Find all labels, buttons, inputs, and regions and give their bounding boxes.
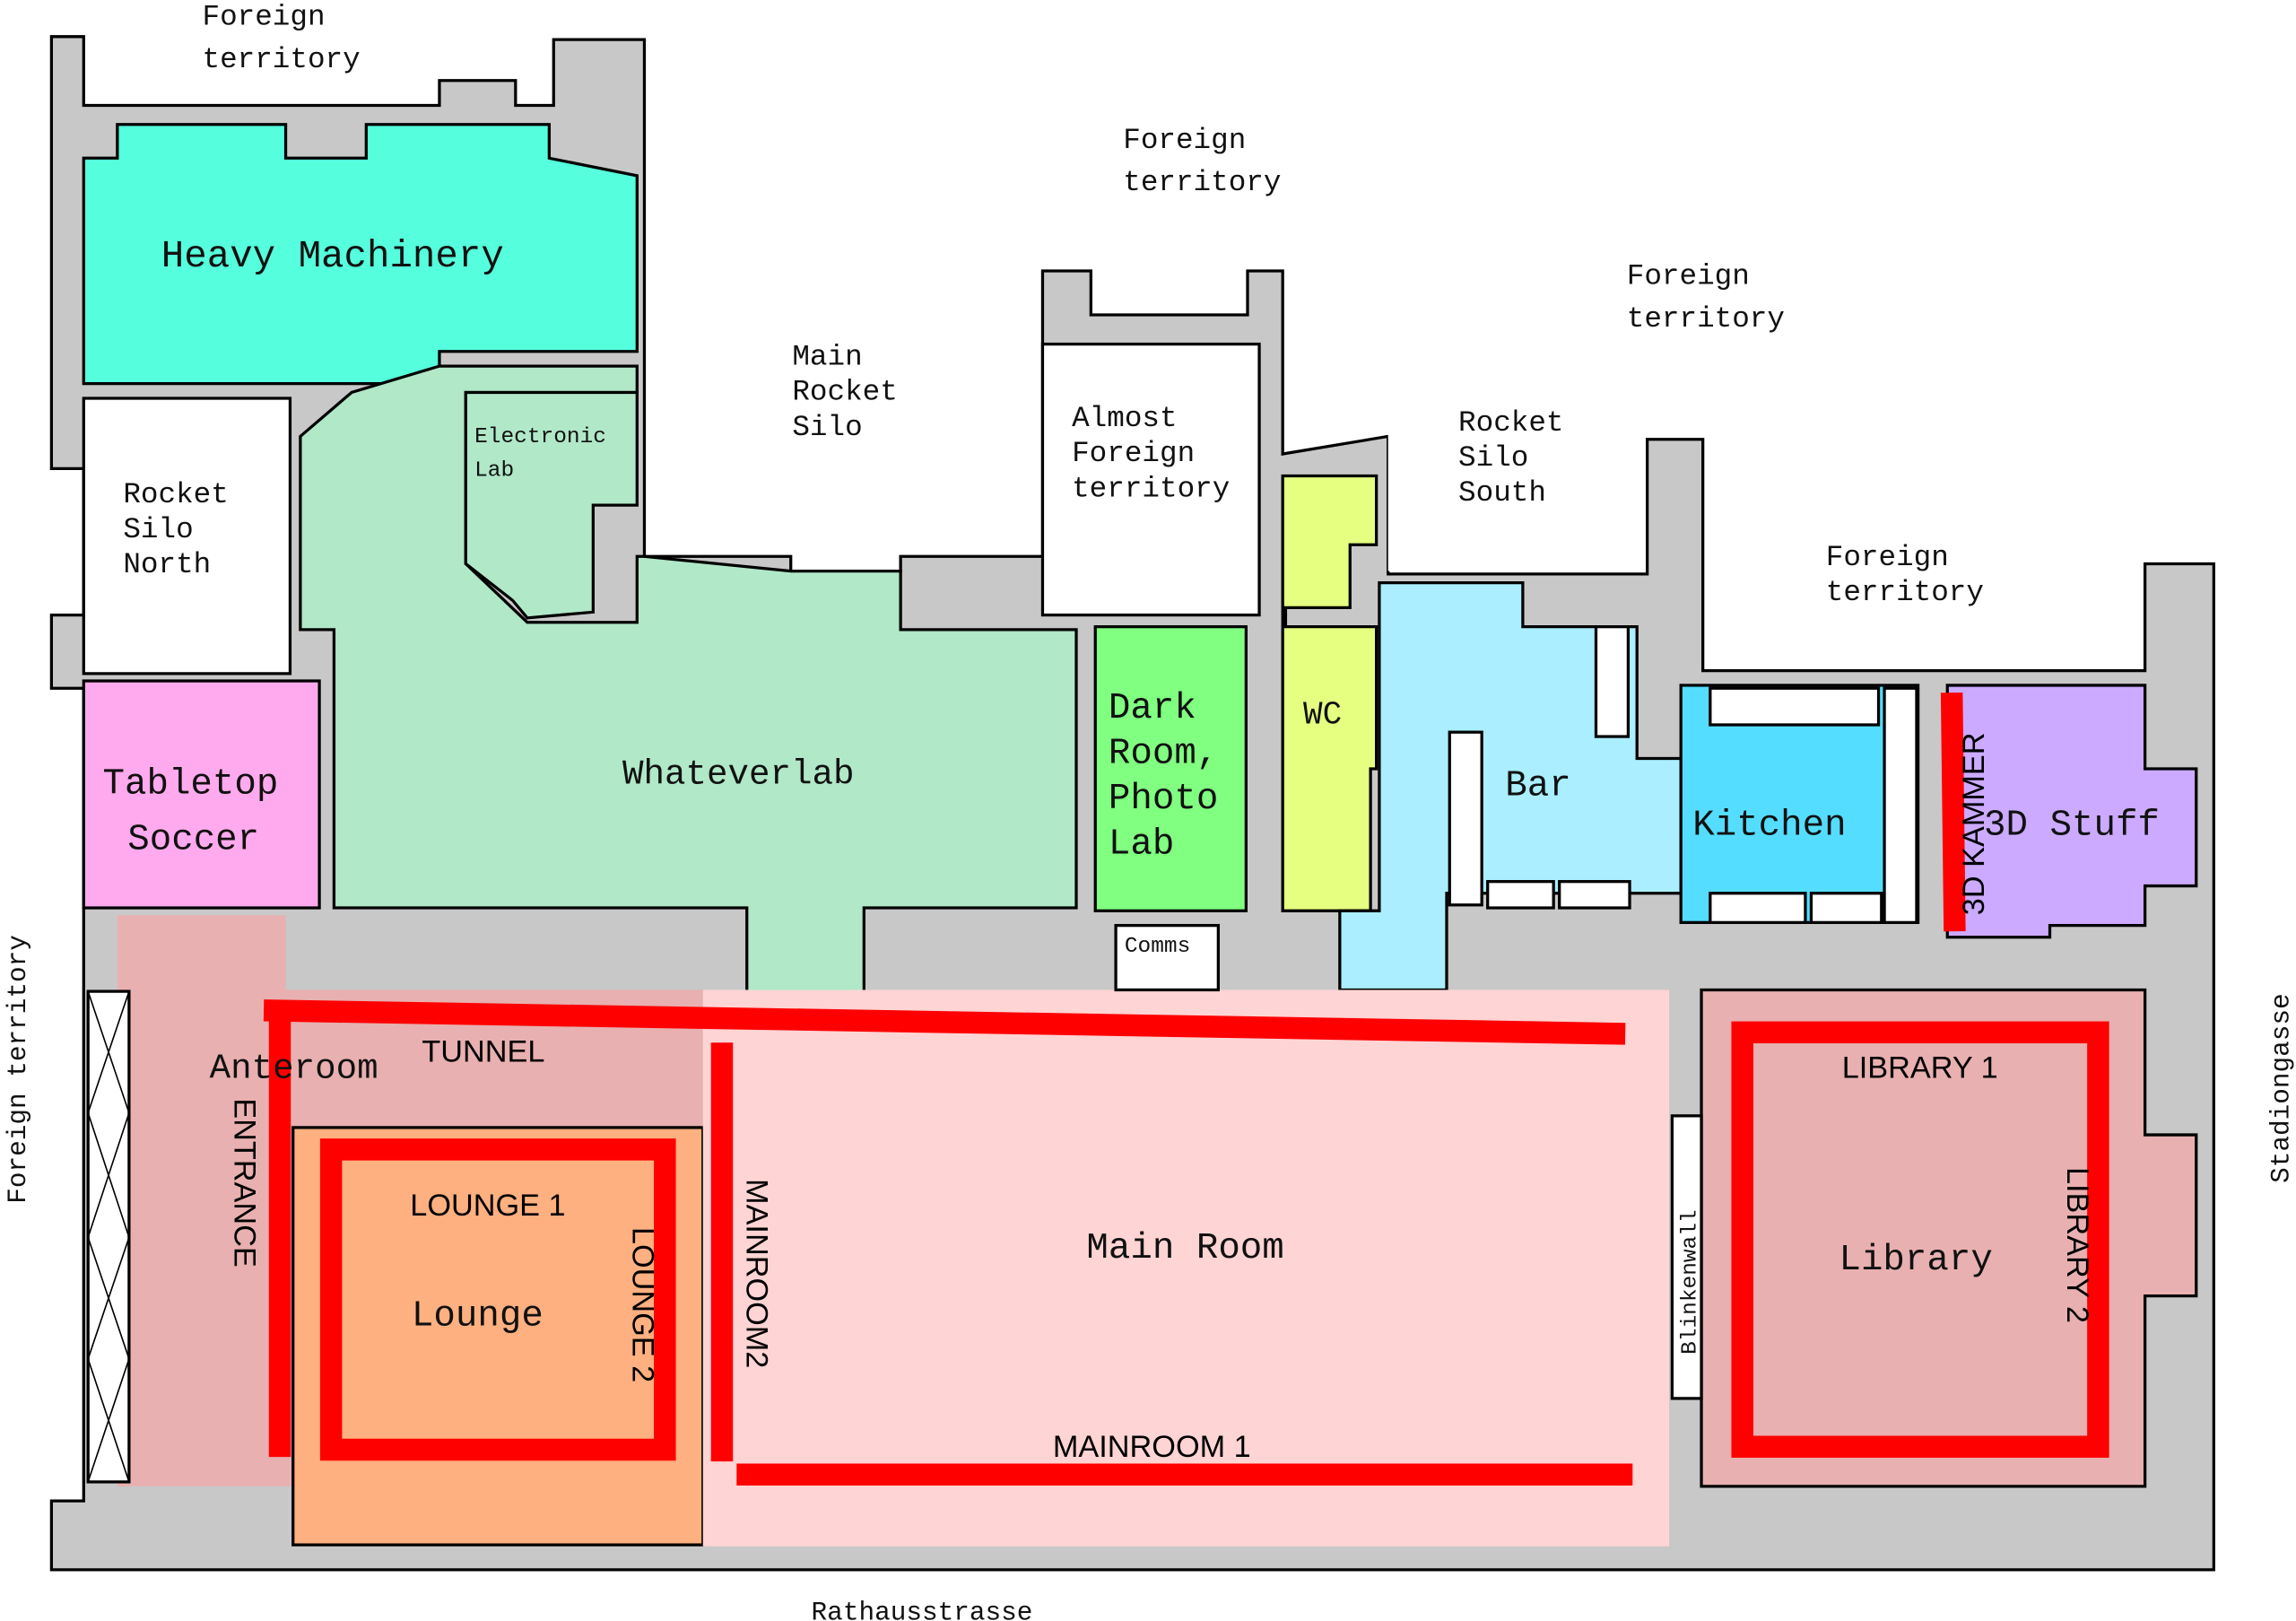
zones bbox=[263, 692, 2109, 1486]
room-labels: Heavy Machinery Electronic Lab Whateverl… bbox=[103, 235, 2160, 1355]
label-silo-south-1: Rocket bbox=[1458, 406, 1563, 440]
label-anteroom: Anteroom bbox=[210, 1048, 378, 1088]
blinkenwall[interactable] bbox=[1670, 1114, 1703, 1400]
label-heavy-machinery: Heavy Machinery bbox=[161, 235, 504, 278]
label-silo-north-2: Silo bbox=[123, 513, 193, 546]
label-whateverlab: Whateverlab bbox=[622, 754, 854, 794]
comms-room[interactable] bbox=[1114, 924, 1220, 992]
room-main-room[interactable] bbox=[702, 989, 1670, 1547]
label-foreign-tr-2: territory bbox=[1627, 302, 1785, 336]
label-dark-room-1: Dark bbox=[1109, 688, 1196, 729]
label-foreign-r-2: territory bbox=[1826, 576, 1984, 609]
label-tabletop-1: Tabletop bbox=[103, 764, 279, 806]
label-kitchen: Kitchen bbox=[1692, 805, 1846, 846]
label-lounge: Lounge bbox=[412, 1295, 544, 1337]
label-comms: Comms bbox=[1125, 935, 1190, 959]
room-wc[interactable] bbox=[1281, 474, 1378, 912]
label-zone-library-1: LIBRARY 1 bbox=[1842, 1050, 1998, 1085]
label-dark-room-3: Photo bbox=[1109, 779, 1218, 820]
label-zone-mainroom-2: MAINROOM2 bbox=[740, 1179, 774, 1368]
label-rathausstrasse: Rathausstrasse bbox=[812, 1598, 1033, 1621]
label-zone-lounge-1: LOUNGE 1 bbox=[410, 1189, 565, 1223]
label-electronic-lab-1: Electronic bbox=[474, 425, 606, 449]
label-foreign-tr-1: Foreign bbox=[1627, 260, 1750, 293]
label-zone-3d-kammer: 3D KAMMER bbox=[1957, 732, 1991, 915]
left-windows bbox=[86, 989, 131, 1484]
almost-foreign-area bbox=[1040, 342, 1261, 617]
label-wc: WC bbox=[1303, 696, 1342, 733]
rocket-silo-south-area bbox=[1387, 424, 1645, 571]
label-silo-north-1: Rocket bbox=[123, 478, 228, 511]
label-silo-south-2: Silo bbox=[1458, 441, 1528, 475]
room-3d-stuff[interactable] bbox=[1945, 684, 2198, 939]
label-foreign-tl-1: Foreign bbox=[203, 1, 326, 34]
zone-library[interactable] bbox=[1731, 1021, 2109, 1458]
room-dark-room[interactable] bbox=[1093, 625, 1248, 912]
label-foreign-left: Foreign territory bbox=[4, 935, 33, 1204]
label-zone-lounge-2: LOUNGE 2 bbox=[625, 1227, 659, 1382]
label-bar: Bar bbox=[1505, 765, 1570, 806]
label-library: Library bbox=[1839, 1240, 1992, 1281]
label-silo-north-3: North bbox=[123, 548, 211, 581]
label-dark-room-2: Room, bbox=[1109, 733, 1218, 774]
room-library[interactable] bbox=[1700, 988, 2198, 1488]
room-whateverlab[interactable] bbox=[299, 364, 1078, 998]
label-3d-stuff: 3D Stuff bbox=[1984, 805, 2160, 846]
kitchen-fixtures bbox=[1448, 625, 1918, 925]
label-tabletop-2: Soccer bbox=[127, 820, 259, 861]
label-stadiongasse: Stadiongasse bbox=[2267, 993, 2296, 1183]
label-main-silo-2: Rocket bbox=[792, 376, 897, 409]
room-anteroom[interactable] bbox=[117, 915, 703, 1486]
label-zone-entrance: ENTRANCE bbox=[227, 1098, 261, 1267]
room-lounge[interactable] bbox=[291, 1126, 705, 1547]
foreign-territory-right-area bbox=[1705, 439, 2143, 668]
label-foreign-tl-2: territory bbox=[203, 43, 361, 76]
surrounding-labels: Foreign territory Foreign territory Fore… bbox=[4, 1, 2296, 1621]
room-electronic-lab[interactable] bbox=[464, 390, 639, 620]
zone-labels: TUNNEL ENTRANCE LOUNGE 1 LOUNGE 2 MAINRO… bbox=[227, 732, 2094, 1464]
label-foreign-r-1: Foreign bbox=[1826, 541, 1949, 574]
label-foreign-tm-1: Foreign bbox=[1123, 124, 1246, 157]
label-electronic-lab-2: Lab bbox=[474, 459, 514, 484]
label-main-room: Main Room bbox=[1086, 1228, 1283, 1269]
room-tabletop-soccer[interactable] bbox=[82, 679, 321, 910]
rocket-silo-north-area bbox=[82, 397, 292, 675]
label-main-silo-3: Silo bbox=[792, 411, 862, 444]
zone-tunnel[interactable] bbox=[263, 999, 1626, 1045]
label-zone-mainroom-1: MAINROOM 1 bbox=[1053, 1430, 1251, 1464]
label-foreign-tm-2: territory bbox=[1123, 166, 1281, 199]
main-rocket-silo-area bbox=[647, 87, 1040, 554]
label-zone-library-2: LIBRARY 2 bbox=[2060, 1167, 2094, 1323]
label-almost-foreign-3: territory bbox=[1072, 472, 1230, 505]
label-zone-tunnel: TUNNEL bbox=[422, 1034, 544, 1068]
label-dark-room-4: Lab bbox=[1109, 824, 1174, 866]
label-silo-south-3: South bbox=[1458, 476, 1546, 510]
zone-lounge[interactable] bbox=[319, 1138, 676, 1461]
zone-3d-kammer[interactable] bbox=[1940, 692, 1966, 932]
label-almost-foreign-2: Foreign bbox=[1072, 437, 1195, 470]
label-main-silo-1: Main bbox=[792, 340, 862, 373]
label-blinkenwall: Blinkenwall bbox=[1678, 1209, 1702, 1355]
label-almost-foreign-1: Almost bbox=[1072, 402, 1177, 435]
